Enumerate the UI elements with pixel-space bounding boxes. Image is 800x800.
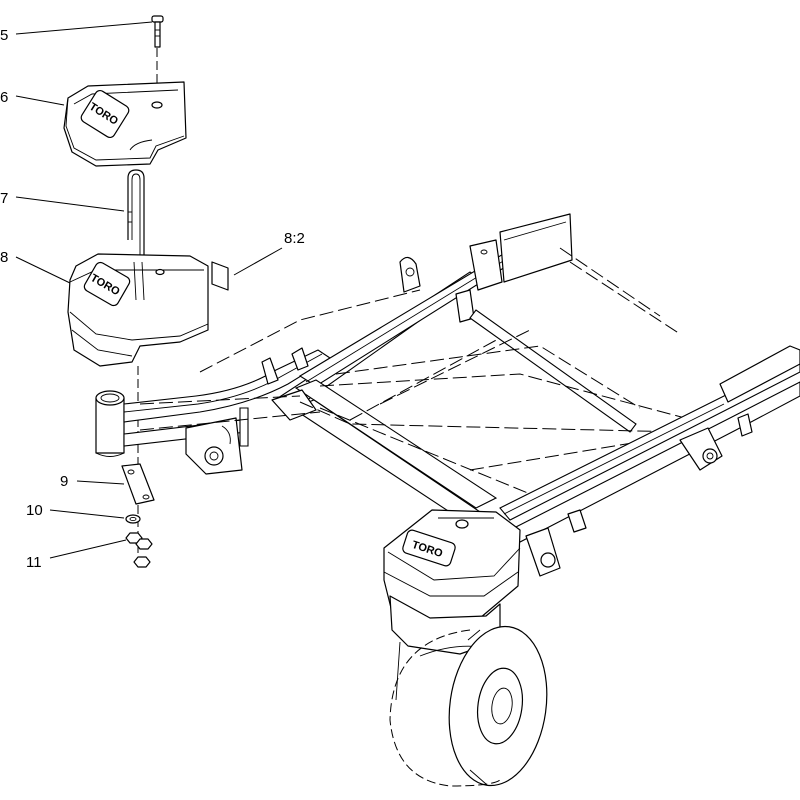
plate	[121, 463, 155, 505]
bolt	[151, 15, 164, 48]
svg-text:5: 5	[0, 27, 8, 44]
washer	[125, 514, 141, 524]
svg-text:8:2: 8:2	[284, 230, 305, 247]
weight-body: TORO	[67, 253, 209, 367]
caster-pivot-tube	[95, 390, 125, 457]
svg-text:10: 10	[26, 502, 43, 519]
callout-5: 5	[0, 21, 153, 44]
callout-9: 9	[60, 473, 125, 490]
right-frame-arm	[499, 345, 800, 577]
nuts	[125, 532, 153, 568]
left-frame-arm	[123, 349, 332, 475]
callout-8: 8	[0, 249, 71, 284]
svg-text:11: 11	[26, 554, 42, 571]
callout-10: 10	[26, 502, 125, 519]
callout-11: 11	[26, 539, 127, 571]
caster-assembly: TORO	[383, 509, 548, 787]
svg-text:6: 6	[0, 89, 8, 106]
callout-8-2: 8:2	[233, 230, 305, 276]
weight-cover: TORO	[63, 81, 187, 167]
u-bolt	[127, 169, 145, 258]
main-frame	[261, 213, 637, 529]
svg-text:9: 9	[60, 473, 68, 490]
callout-7: 7	[0, 190, 125, 212]
svg-text:8: 8	[0, 249, 8, 266]
svg-text:7: 7	[0, 190, 8, 207]
decal	[211, 261, 229, 291]
callout-6: 6	[0, 89, 65, 106]
